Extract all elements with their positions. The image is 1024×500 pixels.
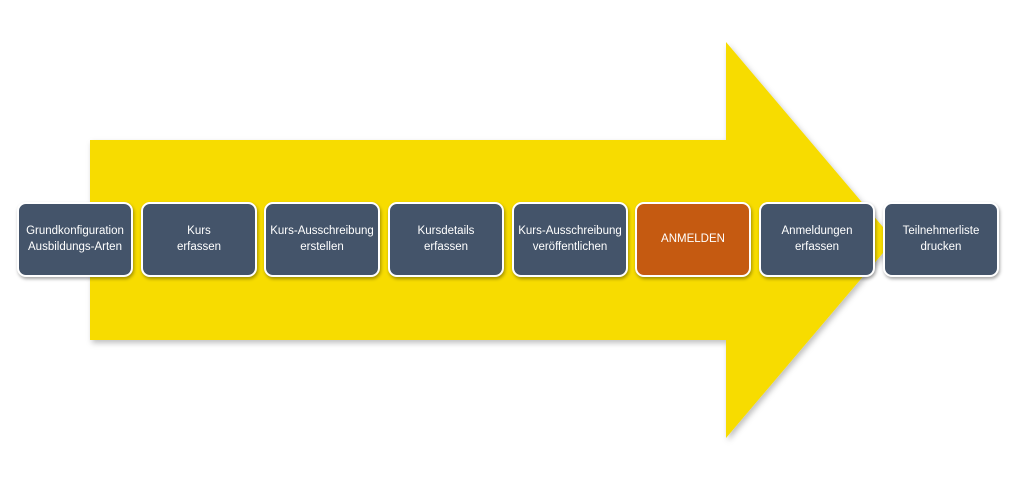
step-kursdetails-erfassen: Kursdetails erfassen [388, 202, 504, 277]
step-teilnehmerliste-drucken: Teilnehmerliste drucken [883, 202, 999, 277]
step-kurs-ausschreibung-erstellen: Kurs-Ausschreibung erstellen [264, 202, 380, 277]
step-kurs-erfassen: Kurs erfassen [141, 202, 257, 277]
step-anmelden: ANMELDEN [635, 202, 751, 277]
step-kurs-ausschreibung-veroeffentlichen: Kurs-Ausschreibung veröffentlichen [512, 202, 628, 277]
step-grundkonfiguration: Grundkonfiguration Ausbildungs-Arten [17, 202, 133, 277]
step-anmeldungen-erfassen: Anmeldungen erfassen [759, 202, 875, 277]
